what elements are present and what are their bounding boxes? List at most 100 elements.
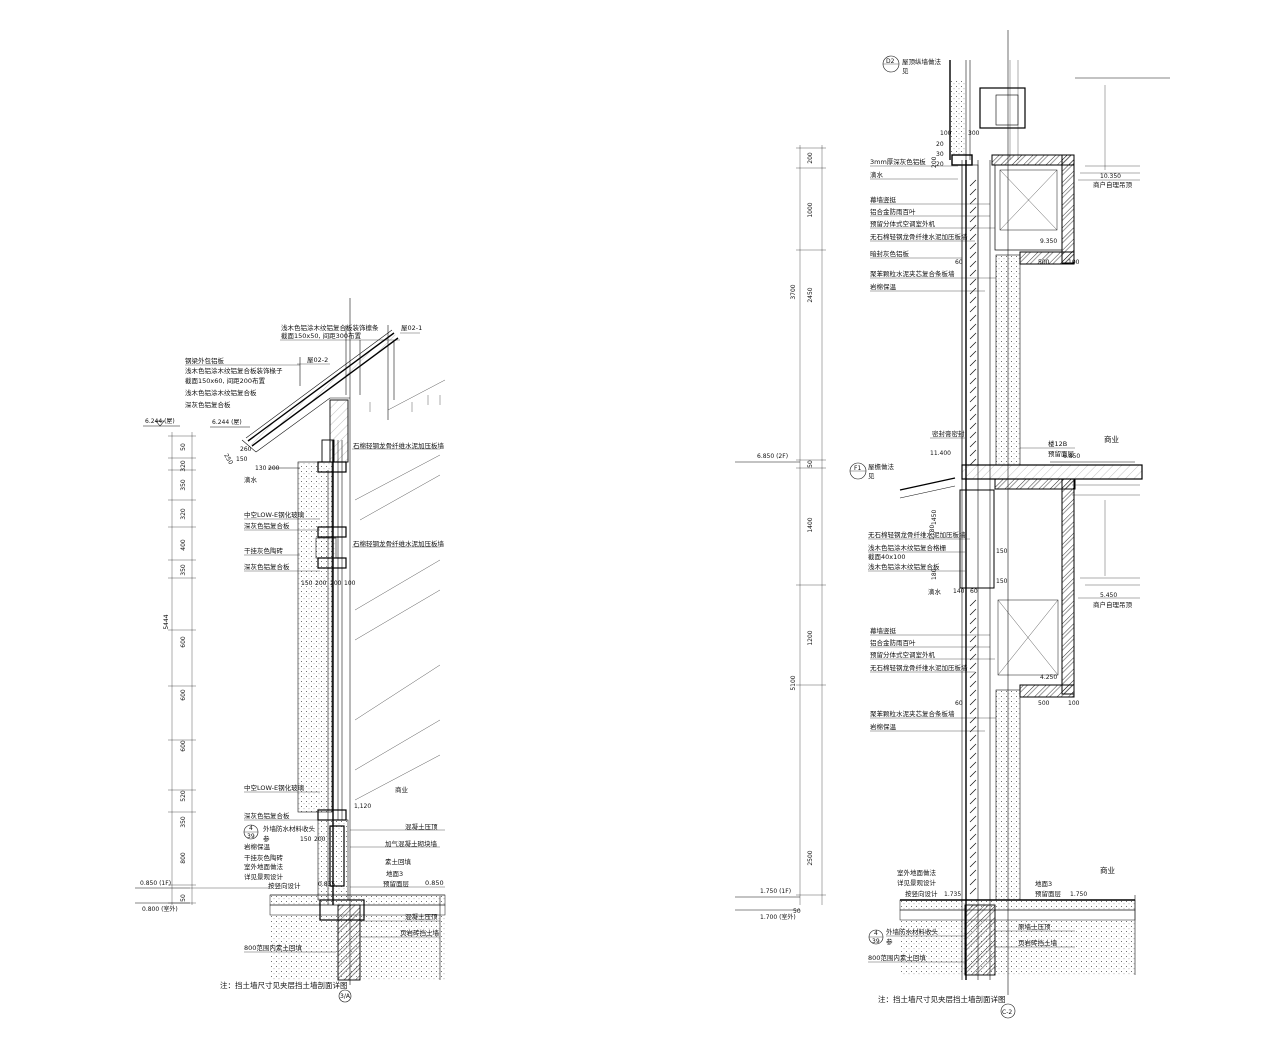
louver-blade xyxy=(969,869,977,877)
ref-sheet: 39 xyxy=(872,938,880,945)
louver-blade xyxy=(969,698,977,706)
louver-column xyxy=(969,599,977,895)
dim-small: 180 xyxy=(931,568,938,580)
axis-bubble xyxy=(338,989,352,1003)
label: 深灰色铝复合板 xyxy=(244,562,290,571)
level-text: 11.400 xyxy=(930,450,951,457)
dim-h: 50 xyxy=(793,908,801,915)
level-text: 6.850 xyxy=(1063,453,1080,460)
level-text: 6.244 (屋) xyxy=(212,419,242,426)
louver-column xyxy=(969,179,977,466)
louver-blade xyxy=(969,617,977,625)
label: 室外地面做法 xyxy=(897,868,937,877)
louver-blade xyxy=(969,350,977,358)
label: 钢梁外包铝板 xyxy=(185,356,225,365)
louver-blade xyxy=(969,878,977,886)
note: 注：挡土墙尺寸见夹层挡土墙剖面详图 xyxy=(220,980,348,990)
dim-h: 20 xyxy=(936,161,944,168)
ref-num: 4 xyxy=(874,930,878,937)
louver-blade xyxy=(969,824,977,832)
level-text: 1.750 xyxy=(1070,891,1087,898)
louver-blade xyxy=(969,887,977,895)
label: 浅木色铝涂木纹铝复合板 xyxy=(185,388,257,397)
level-text: 6.244 (屋) xyxy=(145,418,175,425)
label: 地面3 xyxy=(1035,879,1052,888)
label: 暗封灰色铝板 xyxy=(870,249,910,258)
ref-f1: F1 xyxy=(854,465,861,472)
dim-h: 500 xyxy=(1038,700,1050,707)
dim-left: 320 xyxy=(180,508,187,520)
label: 岩棉保温 xyxy=(244,842,271,851)
label: 外墙防水材料收头 xyxy=(886,927,939,936)
dim-right-total: 3700 xyxy=(790,284,797,299)
interior-hatch xyxy=(354,454,441,801)
dim-left: 50 xyxy=(180,894,187,902)
dim-small: 1450 xyxy=(931,510,938,525)
dim-small: 200 xyxy=(931,156,938,168)
label: 滴水 xyxy=(870,170,884,179)
louver-blade xyxy=(969,788,977,796)
louver-blade xyxy=(969,188,977,196)
dim-small: 1180 xyxy=(929,525,936,540)
axis-bubble xyxy=(1000,1003,1016,1019)
louver-blade xyxy=(969,842,977,850)
label: 参 xyxy=(886,937,893,946)
dim-left: 320 xyxy=(180,460,187,472)
label: 干挂灰色陶砖 xyxy=(244,546,284,555)
dim-h: 300 xyxy=(968,130,980,137)
dim-h: 100 xyxy=(940,130,952,137)
louver-blade xyxy=(969,860,977,868)
label: 屋02-2 xyxy=(307,356,328,364)
label: 深灰色铝复合板 xyxy=(244,521,290,530)
label: 详见景观设计 xyxy=(244,872,284,881)
dim-right: 1400 xyxy=(807,517,814,532)
label: 屋02-1 xyxy=(401,324,422,332)
dim-right: 1000 xyxy=(807,202,814,217)
louver-blade xyxy=(969,377,977,385)
label: 中空LOW-E钢化玻璃 xyxy=(244,510,305,519)
label: 地面3 xyxy=(386,869,403,878)
dim-h: 500 xyxy=(1038,259,1050,266)
louver-blade xyxy=(969,305,977,313)
level-text: 1.750 (1F) xyxy=(760,888,791,895)
label: 按竖向设计 xyxy=(268,881,301,890)
louver-blade xyxy=(969,599,977,607)
label: 商户自理吊顶 xyxy=(1093,600,1133,609)
louver-blade xyxy=(969,770,977,778)
dim-left: 350 xyxy=(180,479,187,491)
level-marker-top: 6.244 (屋) xyxy=(143,418,180,427)
label: 见 xyxy=(902,67,909,75)
label: 商户自理吊顶 xyxy=(1093,180,1133,189)
label: 岩棉保温 xyxy=(870,722,897,731)
louver-blade xyxy=(969,323,977,331)
dim-left: 600 xyxy=(180,740,187,752)
level-marker-top2: 6.244 (屋) xyxy=(210,419,250,428)
label: 无石棉轻钢龙骨纤维水泥加压板墙 xyxy=(870,232,968,241)
ref-d2: D2 xyxy=(886,58,895,65)
dim-h: 200 xyxy=(330,580,342,587)
label-commercial: 商业 xyxy=(395,785,409,794)
louver-blade xyxy=(969,233,977,241)
louver-blade xyxy=(969,368,977,376)
label: 预留面层 xyxy=(1048,449,1075,458)
louver-blade xyxy=(969,242,977,250)
label-commercial: 商业 xyxy=(1100,865,1116,875)
right-section-detail: 200 1000 2450 50 1400 1200 2500 3700 510… xyxy=(735,30,1170,1019)
dim-small: 0.835 xyxy=(318,881,335,888)
label: 截面150x50, 间距300布置 xyxy=(281,331,362,340)
roof-dim: 150 xyxy=(236,456,248,463)
level-text: 10.350 xyxy=(1100,173,1121,180)
dim-h: 150 xyxy=(996,548,1008,555)
louver-blade xyxy=(969,779,977,787)
level-text: 0.850 (1F) xyxy=(140,880,171,887)
louver-blade xyxy=(969,395,977,403)
louver-blade xyxy=(969,734,977,742)
label: 混凝土压顶 xyxy=(405,912,438,921)
label: 幕墙竖挺 xyxy=(870,626,897,635)
roof-dim: 200 xyxy=(268,465,280,472)
louver-blade xyxy=(969,752,977,760)
louver-blade xyxy=(969,422,977,430)
dim-left: 350 xyxy=(180,564,187,576)
dim-left: 600 xyxy=(180,636,187,648)
label: 石棉轻钢龙骨纤维水泥加压板墙 xyxy=(353,539,445,548)
